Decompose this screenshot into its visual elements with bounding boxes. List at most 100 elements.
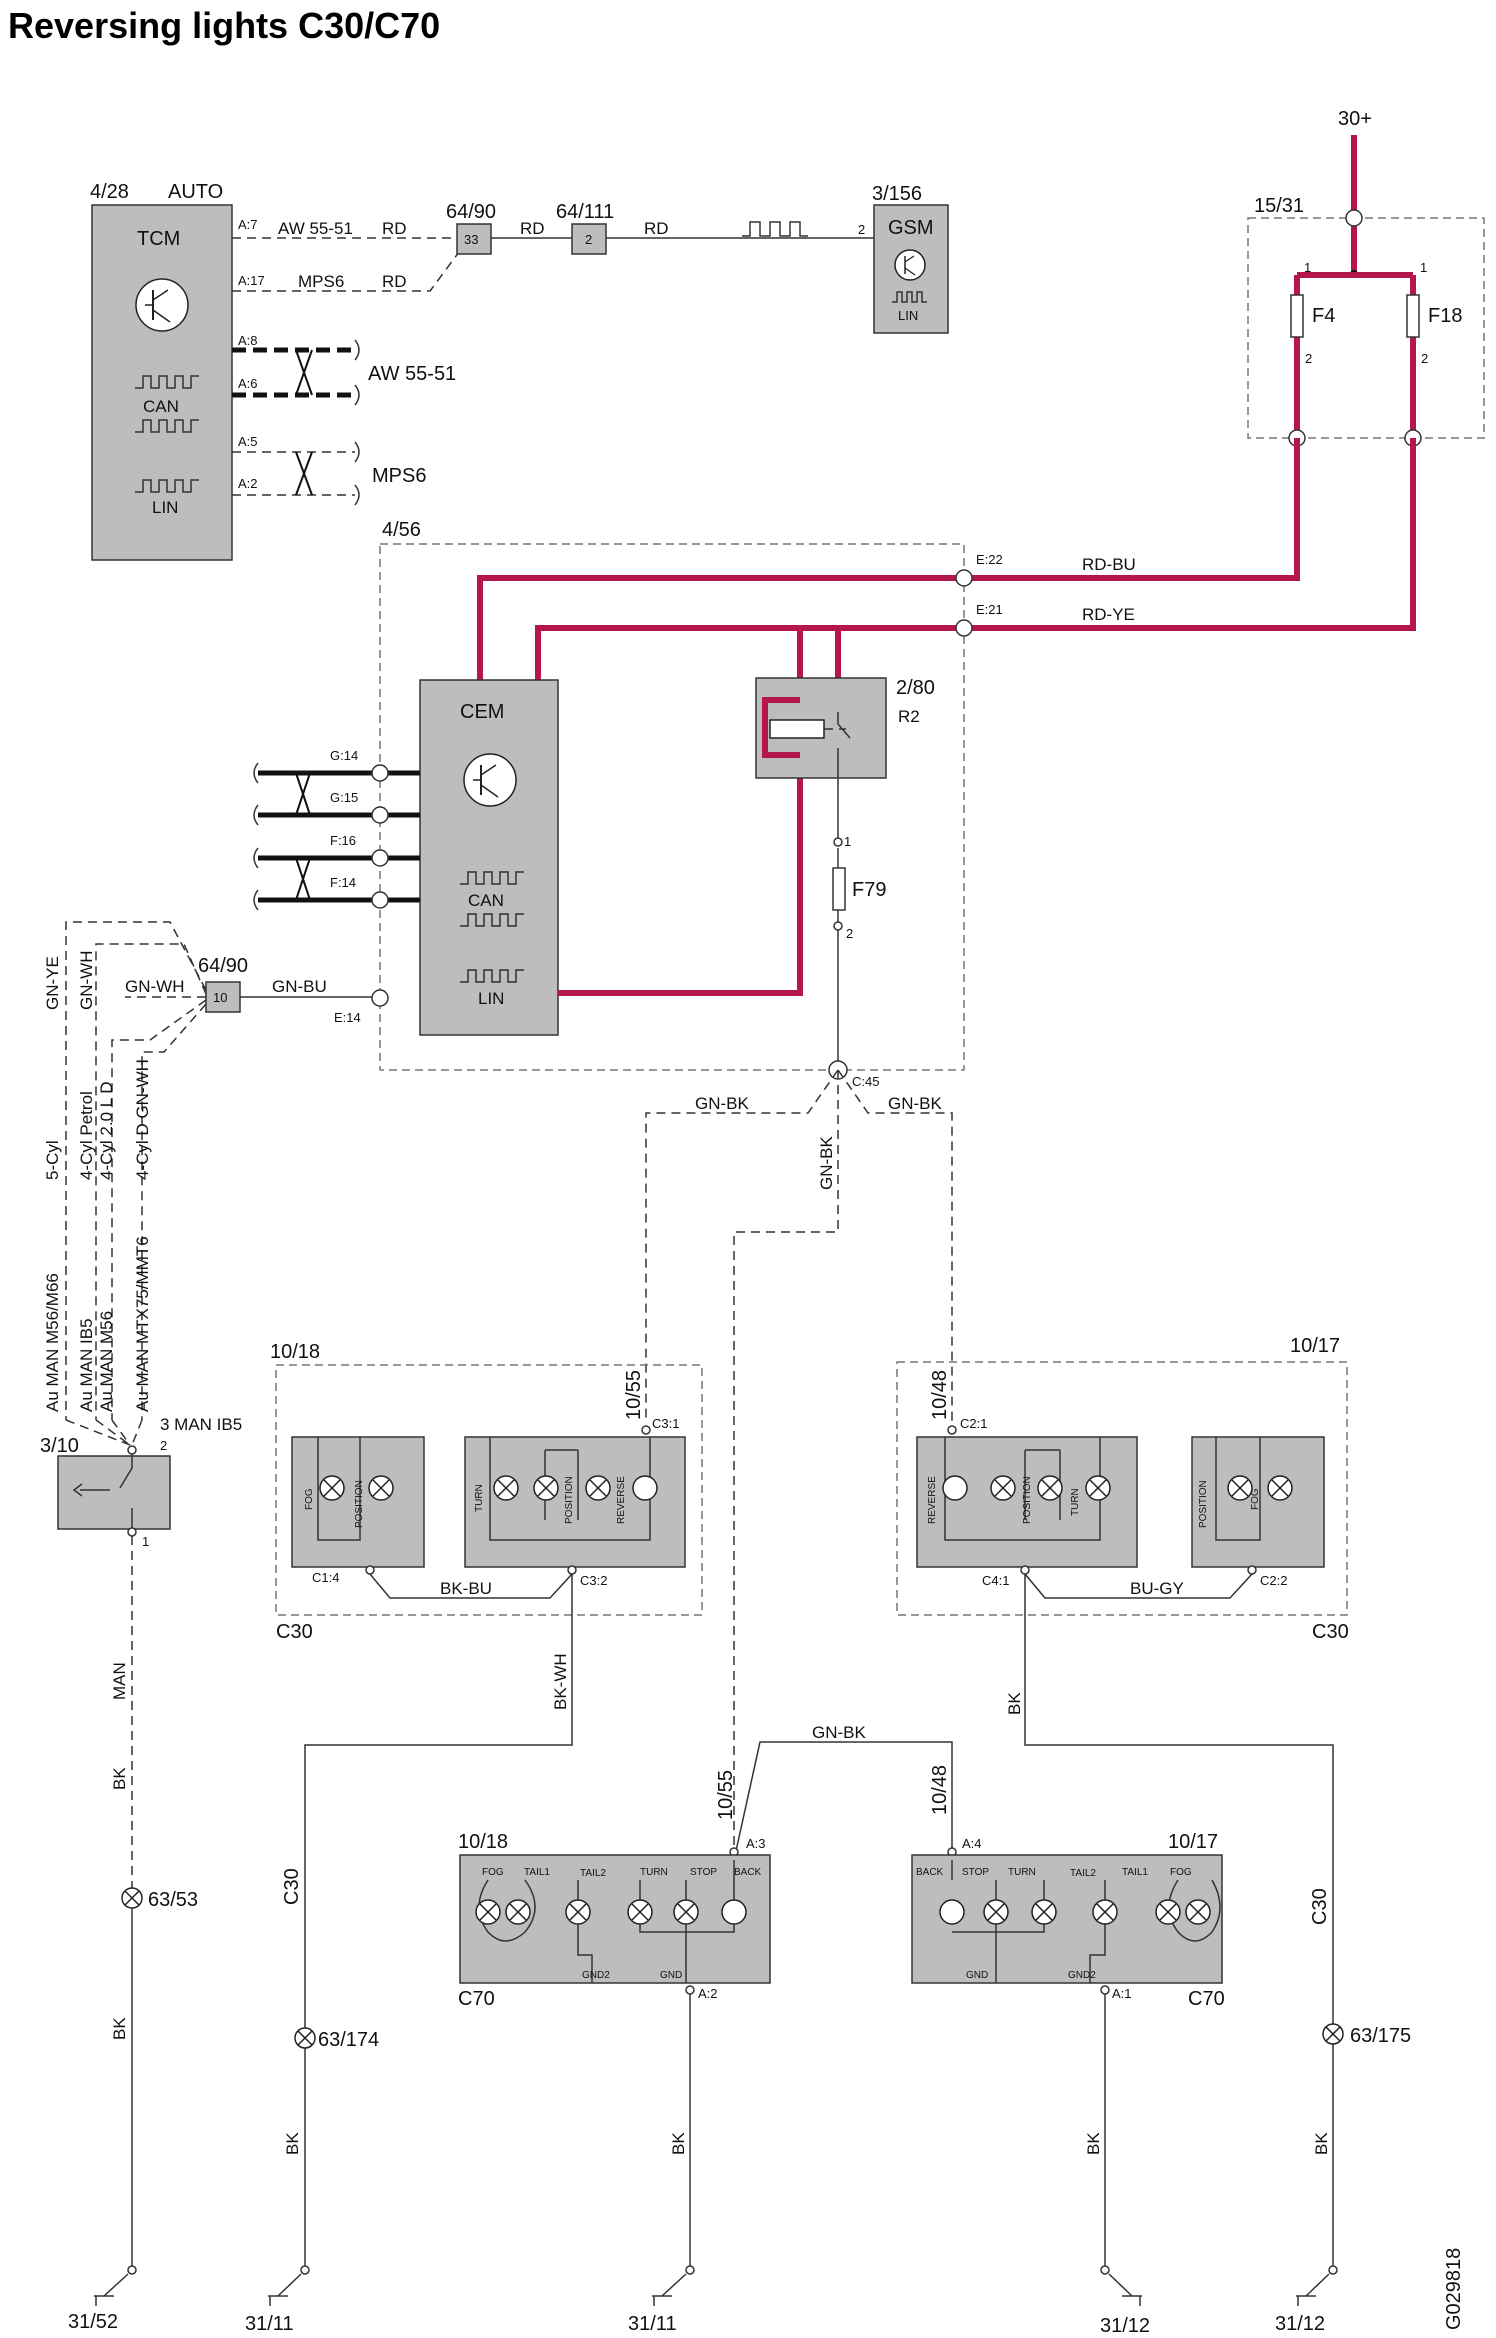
lamp-label: REVERSE	[927, 1476, 938, 1524]
tcm-box	[91, 204, 233, 561]
model-label: C30	[276, 1621, 313, 1643]
lamp-ref: 63/53	[148, 1889, 198, 1911]
cem-name: CEM	[460, 701, 504, 723]
pin-node	[833, 837, 843, 847]
power-wire-rd-ye	[535, 438, 1416, 680]
lamp-icon	[319, 1475, 394, 1501]
pin-label: E:21	[976, 602, 1003, 617]
transistor-icon	[894, 249, 926, 281]
pin-label: 2	[1421, 351, 1428, 366]
switch-box	[57, 1455, 171, 1530]
can-bus-mps	[232, 441, 360, 506]
tcm-can-label: CAN	[143, 397, 179, 416]
switch-ref: 3/10	[40, 1435, 79, 1457]
wire	[369, 1573, 573, 1599]
wire-bk	[1024, 1574, 1334, 2268]
wire-gnbk-left	[645, 1069, 839, 1422]
model-label: C30	[1309, 1888, 1331, 1925]
connector-node	[371, 764, 389, 782]
wire-label: RD	[520, 219, 545, 238]
relay-switch	[837, 712, 851, 778]
variant-label: Au MAN IB5	[77, 1318, 96, 1412]
lamp-label: TAIL1	[524, 1867, 550, 1878]
cem-box-ref: 4/56	[382, 519, 421, 541]
sub-ref: 10/48	[929, 1370, 951, 1420]
connector-node	[955, 619, 973, 637]
gnd-label: GND2	[1068, 1970, 1096, 1981]
can-signal-icon	[460, 871, 524, 885]
gsm-ref: 3/156	[872, 183, 922, 205]
wire-label: GN-BU	[272, 977, 327, 996]
pin-label: A:4	[962, 1836, 982, 1851]
signal-icon	[742, 221, 808, 237]
wire-label: GN-BK	[888, 1094, 943, 1113]
lamp-ref: 10/18	[270, 1341, 320, 1363]
gsm-lin: LIN	[898, 308, 918, 323]
wire-gnbk-right	[837, 1069, 953, 1422]
connector-node	[371, 989, 389, 1007]
wire	[1024, 1573, 1253, 1599]
pin-label: C3:1	[652, 1416, 679, 1431]
lamp-wiring	[317, 1437, 361, 1541]
figure-code: G029818	[1443, 2248, 1465, 2330]
lamp-box-right-c30	[896, 1361, 1348, 1616]
wire-label: RD	[644, 219, 669, 238]
lamp-icon	[942, 1475, 1111, 1501]
ground-label: 31/52	[68, 2311, 118, 2333]
supply-label: 30+	[1338, 108, 1372, 130]
lamp-wiring	[944, 1437, 1101, 1541]
lamp-unit	[1191, 1436, 1325, 1568]
can-label: AW 55-51	[368, 363, 456, 385]
lamp-ref: 63/174	[318, 2029, 379, 2051]
lamp-label: TAIL1	[1122, 1867, 1148, 1878]
ground-symbol	[1100, 2265, 1142, 2306]
splice-mid	[571, 223, 607, 255]
variant-label: Au MAN M56	[97, 1311, 116, 1412]
wire-label: BK	[1084, 2132, 1103, 2155]
pin-label: C:45	[852, 1074, 879, 1089]
lamp-icon	[475, 1899, 747, 1925]
wire-label: MAN	[110, 1662, 129, 1700]
wire-variant	[65, 921, 207, 1420]
wire-label: BK	[1005, 1692, 1024, 1715]
ground-label: 31/12	[1275, 2313, 1325, 2335]
lamp-icon	[1227, 1475, 1293, 1501]
cem-lin: LIN	[478, 989, 504, 1008]
can-label: MPS6	[372, 465, 426, 487]
connector-node	[371, 891, 389, 909]
wire-variant	[111, 999, 207, 1420]
tcm-lin-label: LIN	[152, 498, 178, 517]
wire-label: RD-YE	[1082, 605, 1135, 624]
pin-node	[567, 1565, 577, 1575]
lamp-label: STOP	[690, 1867, 717, 1878]
wire-label: GN-YE	[43, 956, 62, 1010]
page-title: Reversing lights C30/C70	[8, 5, 440, 46]
connector-node	[371, 849, 389, 867]
ground-label: 31/12	[1100, 2315, 1150, 2337]
connector-node	[371, 806, 389, 824]
wire-label: GN-WH	[125, 977, 184, 996]
model-label: C30	[1312, 1621, 1349, 1643]
pin-node	[947, 1425, 957, 1435]
wire-variant	[95, 943, 207, 1420]
lamp-label: BACK	[734, 1867, 762, 1878]
pin-label: 1	[1304, 260, 1311, 275]
wire-label: BU-GY	[1130, 1579, 1184, 1598]
wire-variant	[65, 1419, 143, 1446]
ground-symbol	[268, 2265, 310, 2306]
lamp-label: TURN	[474, 1484, 485, 1512]
power-wire	[1294, 275, 1416, 438]
wire-label: BK-WH	[551, 1653, 570, 1710]
cem-can: CAN	[468, 891, 504, 910]
lamp-unit	[464, 1436, 686, 1568]
pin-node	[685, 1985, 695, 1995]
pin-label: 2	[1305, 351, 1312, 366]
pin-node	[365, 1565, 375, 1575]
pin-label: F:16	[330, 833, 356, 848]
lamp-icon	[1322, 2023, 1344, 2045]
pin-label: C4:1	[982, 1573, 1009, 1588]
switch-note: 3 MAN IB5	[160, 1415, 242, 1434]
lamp-icon	[294, 2027, 316, 2049]
lamp-box-left-c30	[275, 1364, 703, 1616]
wire-label: RD	[382, 219, 407, 238]
